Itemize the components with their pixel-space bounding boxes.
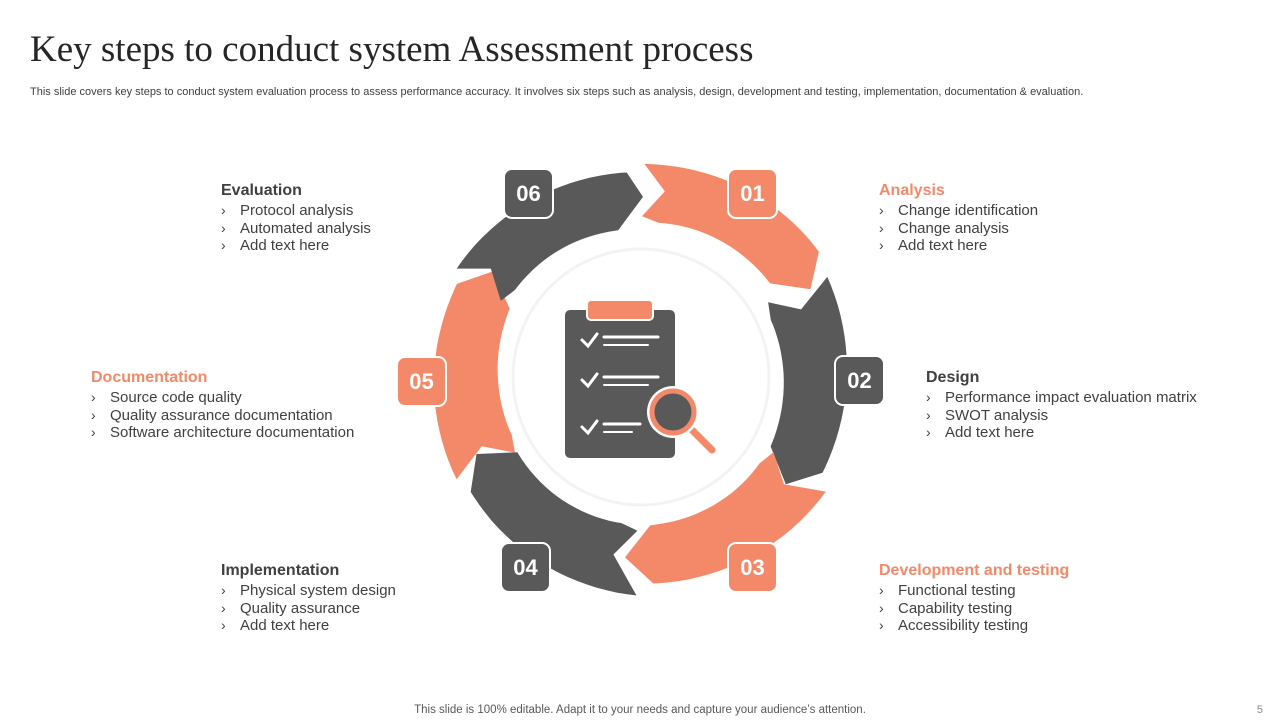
- list-item: ›Physical system design: [221, 582, 396, 599]
- bullet-marker: ›: [879, 202, 884, 218]
- list-item: ›Capability testing: [879, 599, 1013, 617]
- step-block-implementation: Implementation ›Physical system design ›…: [221, 561, 396, 635]
- list-item: ›Functional testing: [879, 582, 1016, 599]
- clipboard-clip: [586, 299, 654, 321]
- step-title: Evaluation: [221, 182, 302, 199]
- step-bullet-list: ›Functional testing ›Capability testing …: [879, 582, 1069, 635]
- list-item: ›Change identification: [879, 202, 1039, 219]
- bullet-marker: ›: [926, 389, 931, 405]
- list-item: ›Change analysis: [879, 219, 1009, 237]
- list-item: ›SWOT analysis: [926, 406, 1049, 424]
- list-item: ›Source code quality: [91, 389, 242, 406]
- step-title: Analysis: [879, 182, 945, 199]
- bullet-marker: ›: [91, 389, 96, 405]
- list-item: ›Add text here: [926, 424, 1035, 442]
- cycle-arrow-04[interactable]: [470, 452, 638, 596]
- bullet-marker: ›: [221, 237, 226, 254]
- step-number: 03: [740, 555, 764, 580]
- cycle-arrow-02[interactable]: [768, 276, 847, 485]
- step-block-design: Design ›Performance impact evaluation ma…: [926, 368, 1197, 442]
- cycle-arrow-06[interactable]: [456, 172, 643, 301]
- bullet-marker: ›: [926, 406, 931, 423]
- page-number: 5: [1256, 704, 1263, 716]
- bullet-marker: ›: [221, 219, 226, 236]
- bullet-marker: ›: [221, 582, 226, 598]
- list-item: ›Protocol analysis: [221, 202, 354, 219]
- step-number: 06: [516, 181, 540, 206]
- bullet-marker: ›: [879, 219, 884, 236]
- step-number: 05: [409, 369, 433, 394]
- step-title: Design: [926, 369, 980, 386]
- list-item: ›Quality assurance: [221, 599, 361, 617]
- step-badge-02[interactable]: 02: [834, 355, 885, 406]
- bullet-marker: ›: [221, 202, 226, 218]
- bullet-marker: ›: [91, 406, 96, 423]
- slide-title: Key steps to conduct system Assessment p…: [30, 29, 754, 70]
- step-badge-03[interactable]: 03: [727, 542, 778, 593]
- step-bullet-list: ›Source code quality ›Quality assurance …: [91, 389, 354, 442]
- bullet-marker: ›: [879, 237, 884, 254]
- step-bullet-list: ›Physical system design ›Quality assuran…: [221, 582, 396, 635]
- slide-subtitle: This slide covers key steps to conduct s…: [30, 86, 1084, 98]
- bullet-marker: ›: [221, 617, 226, 634]
- bullet-marker: ›: [879, 582, 884, 598]
- step-bullet-list: ›Performance impact evaluation matrix ›S…: [926, 389, 1197, 442]
- list-item: ›Accessibility testing: [879, 617, 1029, 635]
- checklist-icon: [580, 332, 660, 436]
- footer-note: This slide is 100% editable. Adapt it to…: [414, 704, 866, 716]
- step-number: 02: [847, 368, 871, 393]
- step-badge-04[interactable]: 04: [500, 542, 551, 593]
- list-item: ›Automated analysis: [221, 219, 371, 237]
- step-badge-01[interactable]: 01: [727, 168, 778, 219]
- list-item: ›Performance impact evaluation matrix: [926, 389, 1197, 406]
- step-number: 04: [513, 555, 538, 580]
- list-item: ›Quality assurance documentation: [91, 406, 333, 424]
- step-bullet-list: ›Protocol analysis ›Automated analysis ›…: [221, 202, 371, 255]
- step-badge-05[interactable]: 05: [396, 356, 447, 407]
- step-number-badges: 01 02 03 04 05 06: [396, 168, 885, 593]
- step-block-analysis: Analysis ›Change identification ›Change …: [879, 181, 1038, 255]
- bullet-marker: ›: [879, 617, 884, 634]
- step-block-evaluation: Evaluation ›Protocol analysis ›Automated…: [221, 181, 371, 255]
- step-number: 01: [740, 181, 764, 206]
- step-badge-06[interactable]: 06: [503, 168, 554, 219]
- cycle-arrows: [433, 163, 847, 596]
- cycle-arrow-01[interactable]: [642, 163, 819, 290]
- bullet-marker: ›: [91, 424, 96, 441]
- step-title: Development and testing: [879, 562, 1070, 579]
- step-title: Documentation: [91, 369, 208, 386]
- cycle-arrow-05[interactable]: [433, 271, 515, 480]
- list-item: ›Add text here: [221, 237, 330, 255]
- magnifier-icon: [647, 386, 718, 456]
- step-bullet-list: ›Change identification ›Change analysis …: [879, 202, 1038, 255]
- step-block-documentation: Documentation ›Source code quality ›Qual…: [91, 368, 354, 442]
- step-block-development-testing: Development and testing ›Functional test…: [879, 561, 1069, 635]
- list-item: ›Add text here: [879, 237, 988, 255]
- bullet-marker: ›: [926, 424, 931, 441]
- list-item: ›Add text here: [221, 617, 330, 635]
- list-item: ›Software architecture documentation: [91, 424, 355, 442]
- bullet-marker: ›: [221, 599, 226, 616]
- cycle-arrow-03[interactable]: [625, 452, 826, 584]
- clipboard-magnifier-icon: [565, 299, 718, 458]
- step-title: Implementation: [221, 562, 340, 579]
- bullet-marker: ›: [879, 599, 884, 616]
